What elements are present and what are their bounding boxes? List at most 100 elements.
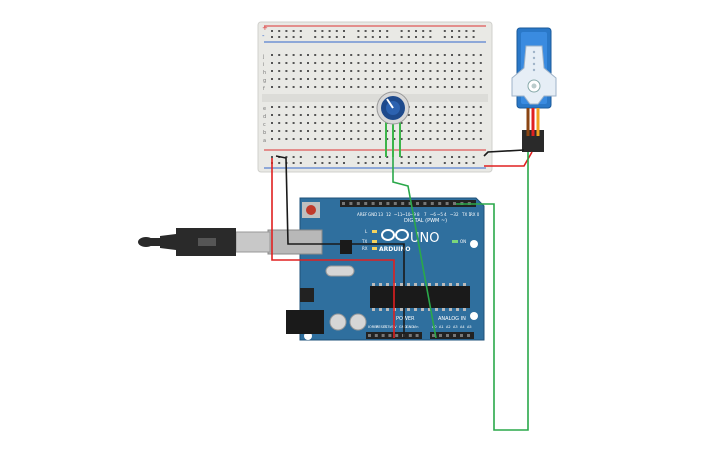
- breadboard-hole: [292, 138, 295, 140]
- breadboard-hole: [386, 54, 389, 56]
- wire-black-servo[interactable]: [483, 149, 525, 157]
- pot-indicator: [386, 98, 394, 109]
- pin-label: AREF: [357, 212, 368, 217]
- breadboard-hole: [443, 130, 446, 132]
- breadboard-hole: [472, 86, 475, 88]
- breadboard-hole: [328, 54, 331, 56]
- rail-hole: [299, 36, 302, 38]
- rail-hole: [285, 156, 288, 158]
- header-hole: [381, 334, 385, 337]
- breadboard[interactable]: j i h g f e d c b a - +: [257, 21, 493, 173]
- breadboard-hole: [314, 86, 317, 88]
- pin-label: IOREF: [368, 325, 378, 329]
- servo-horn[interactable]: [511, 45, 557, 105]
- breadboard-hole: [451, 54, 453, 56]
- rail-hole: [379, 30, 381, 32]
- breadboard-hole: [415, 62, 417, 64]
- pin-label: A2: [446, 325, 451, 329]
- pin-label: 7: [424, 212, 427, 217]
- breadboard-hole: [415, 106, 417, 108]
- analog-label: ANALOG IN: [438, 316, 466, 322]
- rail-hole: [465, 162, 468, 164]
- breadboard-hole: [364, 62, 367, 64]
- breadboard-hole: [479, 114, 482, 116]
- breadboard-hole: [343, 78, 345, 80]
- wire-green-servo-pwm[interactable]: [456, 152, 529, 431]
- rail-hole: [451, 156, 453, 158]
- header-hole: [453, 334, 456, 337]
- breadboard-hole: [458, 70, 461, 72]
- breadboard-hole: [379, 138, 381, 140]
- digital-header[interactable]: [340, 200, 476, 207]
- breadboard-hole: [357, 54, 360, 56]
- rail-hole: [292, 156, 295, 158]
- header-hole: [364, 202, 368, 205]
- chip-pin: [407, 308, 410, 311]
- breadboard-hole: [292, 130, 295, 132]
- row-letter: d: [263, 114, 266, 120]
- breadboard-hole: [458, 138, 461, 140]
- breadboard-hole: [307, 62, 309, 64]
- rail-hole: [321, 30, 324, 32]
- breadboard-hole: [429, 130, 432, 132]
- breadboard-hole: [371, 130, 374, 132]
- rail-hole: [386, 162, 389, 164]
- breadboard-hole: [429, 122, 432, 124]
- wire-red-5v[interactable]: [271, 158, 395, 338]
- potentiometer[interactable]: [376, 91, 410, 157]
- brand-name: ARDUINO: [379, 246, 410, 253]
- pin-label: RX 0: [470, 212, 480, 217]
- rail-hole: [278, 30, 281, 32]
- reset-button[interactable]: [306, 205, 316, 215]
- chip-pin: [372, 283, 375, 286]
- arduino-logo: ARDUINO: [379, 229, 410, 253]
- breadboard-hole: [451, 78, 453, 80]
- rail-hole: [429, 162, 432, 164]
- wire-red-servo[interactable]: [484, 151, 533, 167]
- rail-hole: [314, 162, 317, 164]
- rail-hole: [328, 156, 331, 158]
- usb-cable[interactable]: [138, 228, 271, 256]
- chip-pin: [372, 308, 375, 311]
- row-letter: f: [263, 86, 265, 92]
- breadboard-hole: [436, 138, 439, 140]
- pin-label: TX 1: [461, 212, 471, 217]
- breadboard-hole: [314, 114, 317, 116]
- led-label: TX: [361, 239, 367, 244]
- breadboard-hole: [472, 54, 475, 56]
- breadboard-hole: [407, 130, 410, 132]
- rail-hole: [271, 36, 273, 38]
- breadboard-hole: [386, 78, 389, 80]
- breadboard-hole: [451, 138, 453, 140]
- breadboard-hole: [436, 106, 439, 108]
- pin-label: GND: [368, 212, 377, 217]
- chip-pin: [435, 308, 438, 311]
- rail-hole: [407, 162, 410, 164]
- breadboard-hole: [379, 122, 381, 124]
- breadboard-hole: [350, 130, 353, 132]
- breadboard-hole: [343, 106, 345, 108]
- breadboard-hole: [472, 114, 475, 116]
- led-on: [452, 240, 458, 243]
- servo-motor[interactable]: [511, 27, 557, 152]
- analog-header[interactable]: [430, 332, 474, 339]
- rail-hole: [465, 36, 468, 38]
- breadboard-hole: [472, 62, 475, 64]
- breadboard-hole: [328, 86, 331, 88]
- arduino-uno[interactable]: AREF GND 13 12 ~11 ~10 ~9 8 7 ~6 ~5 4 ~3…: [267, 197, 485, 341]
- breadboard-hole: [472, 106, 475, 108]
- breadboard-hole: [285, 54, 288, 56]
- header-hole: [430, 202, 434, 205]
- crystal: [325, 265, 355, 277]
- rail-hole: [407, 36, 410, 38]
- breadboard-hole: [292, 54, 295, 56]
- breadboard-hole: [350, 106, 353, 108]
- breadboard-hole: [393, 130, 396, 132]
- pin-label: A1: [439, 325, 444, 329]
- wire-black-gnd[interactable]: [275, 155, 405, 338]
- rail-hole: [321, 36, 324, 38]
- breadboard-hole: [371, 122, 374, 124]
- rail-hole: [364, 156, 367, 158]
- breadboard-hole: [328, 138, 331, 140]
- wire-green-pot-a0[interactable]: [392, 157, 437, 339]
